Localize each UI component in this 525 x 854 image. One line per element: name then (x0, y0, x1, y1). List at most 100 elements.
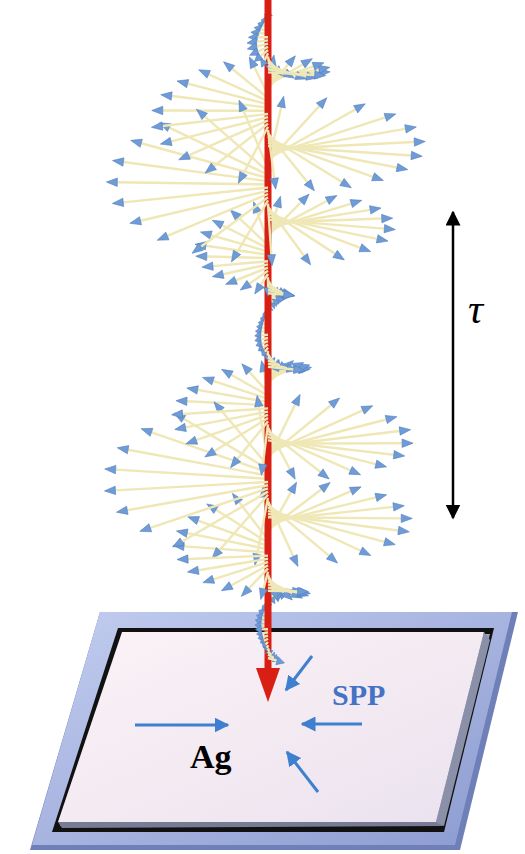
vector-head (328, 398, 339, 408)
vector-head (192, 243, 203, 253)
vector-head (112, 198, 123, 206)
field-vector (116, 470, 268, 479)
vector-head (130, 217, 142, 225)
field-vector (214, 418, 268, 451)
field-vector (261, 341, 268, 343)
vector-head (202, 262, 213, 270)
vector-head (212, 220, 224, 229)
vector-head (140, 524, 152, 532)
vector-head (402, 439, 413, 447)
field-vector (214, 124, 268, 167)
vector-head (231, 456, 241, 467)
field-vector (265, 642, 268, 645)
vector-head (354, 104, 366, 113)
spp-label: SPP (332, 678, 385, 712)
vector-head (398, 526, 409, 534)
vector-head (359, 244, 371, 252)
vector-head (393, 451, 404, 459)
field-vector (264, 572, 268, 589)
field-vector (184, 546, 268, 552)
vector-head (179, 151, 191, 159)
field-vector (256, 40, 268, 41)
vector-head (286, 467, 295, 479)
vector-head (173, 538, 185, 547)
vector-head (277, 96, 285, 108)
vector-head (176, 397, 187, 405)
vector-head (359, 547, 371, 555)
vector-head (318, 65, 330, 73)
vector-head (117, 446, 129, 454)
vector-head (414, 138, 425, 146)
vector-head (316, 98, 327, 109)
vector-head (326, 553, 337, 563)
helical-field (104, 0, 425, 702)
vector-head (177, 80, 189, 88)
vector-head (276, 657, 285, 665)
vector-head (312, 62, 324, 70)
field-vector (188, 556, 268, 559)
silver-film (58, 632, 490, 828)
vector-head (226, 276, 238, 284)
vector-head (172, 410, 183, 418)
vector-head (349, 487, 361, 495)
vector-head (241, 586, 252, 597)
vector-head (205, 448, 217, 457)
vector-head (270, 178, 278, 189)
vector-head (187, 566, 199, 574)
field-vector (263, 636, 268, 638)
vector-head (203, 575, 215, 583)
vector-head (176, 529, 188, 537)
vector-head (349, 466, 361, 474)
field-vector (268, 220, 384, 229)
vector-head (205, 163, 216, 173)
vector-head (157, 232, 169, 240)
vector-head (301, 254, 311, 265)
vector-head (290, 555, 298, 567)
field-vector (167, 194, 268, 236)
vector-head (196, 252, 207, 260)
field-vector (188, 84, 268, 105)
vector-head (370, 206, 382, 214)
vector-head (242, 364, 253, 375)
field-vector (257, 36, 268, 38)
vector-head (231, 250, 240, 262)
field-vector (262, 631, 268, 634)
field-vector (201, 197, 268, 247)
vector-head (340, 178, 352, 187)
vector-head (259, 588, 267, 600)
vector-head (104, 486, 115, 494)
field-vector (182, 492, 268, 542)
vector-head (187, 386, 199, 394)
field-vector (123, 162, 268, 181)
field-vector (268, 590, 298, 593)
vector-head (298, 194, 309, 205)
period-arrow (452, 212, 455, 518)
field-vector (268, 367, 294, 370)
vector-head (288, 482, 297, 494)
field-vector (261, 334, 268, 337)
vector-head (382, 214, 393, 222)
period-label: τ (468, 285, 483, 333)
field-vector (268, 658, 277, 661)
vector-head (385, 415, 397, 423)
vector-head (238, 171, 247, 183)
vector-head (116, 506, 128, 514)
field-vector (257, 498, 268, 554)
vector-head (405, 125, 417, 133)
vector-head (283, 290, 294, 298)
field-vector (268, 72, 315, 75)
vector-head (265, 650, 273, 654)
vector-head (105, 465, 116, 473)
vector-head (285, 56, 295, 67)
vector-head (384, 113, 396, 121)
vector-head (141, 428, 153, 436)
vector-head (298, 587, 309, 595)
vector-head (372, 173, 384, 181)
vector-head (212, 270, 224, 278)
material-label: Ag (190, 738, 232, 776)
field-vector (268, 293, 284, 294)
vector-head (199, 70, 211, 78)
vector-head (273, 196, 281, 208)
field-vector (117, 182, 268, 184)
vector-head (113, 158, 124, 166)
